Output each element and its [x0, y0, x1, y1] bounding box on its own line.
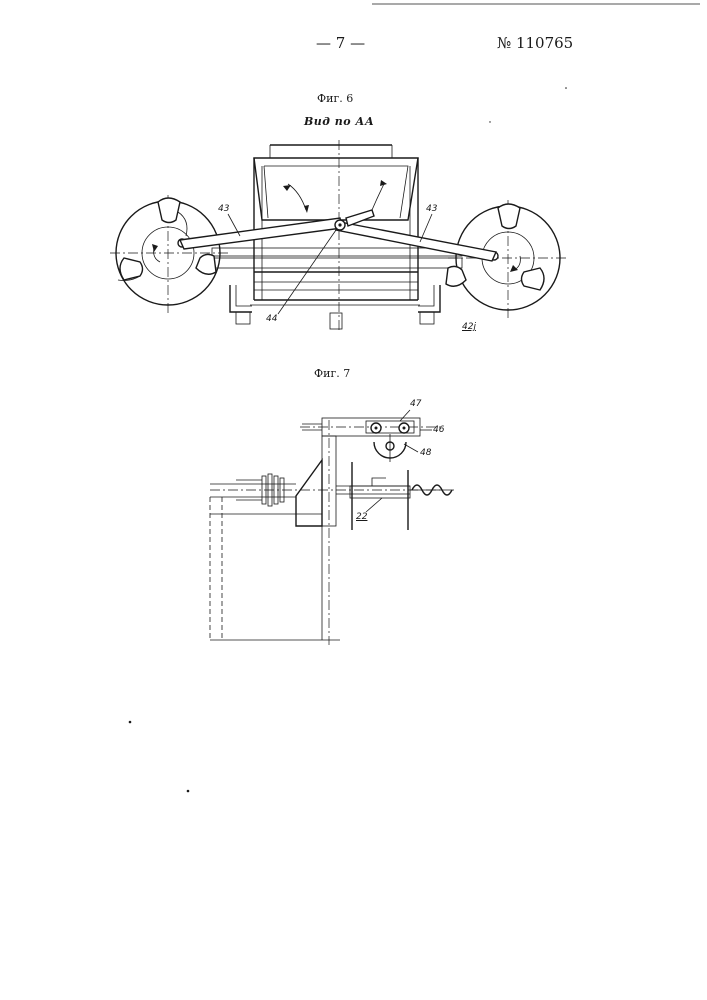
figure-6-drawing — [110, 140, 568, 330]
label-right-disc: 42j — [462, 322, 476, 332]
label-left-arm: 43 — [218, 204, 229, 214]
label-bar: 47 — [410, 399, 421, 409]
label-shaft: 22 — [356, 512, 367, 522]
label-right-arm: 43 — [426, 204, 437, 214]
label-pivot: 44 — [266, 314, 277, 324]
figure-7-drawing — [210, 410, 454, 645]
label-bracket: 46 — [433, 425, 444, 435]
label-roller: 48 — [420, 448, 431, 458]
